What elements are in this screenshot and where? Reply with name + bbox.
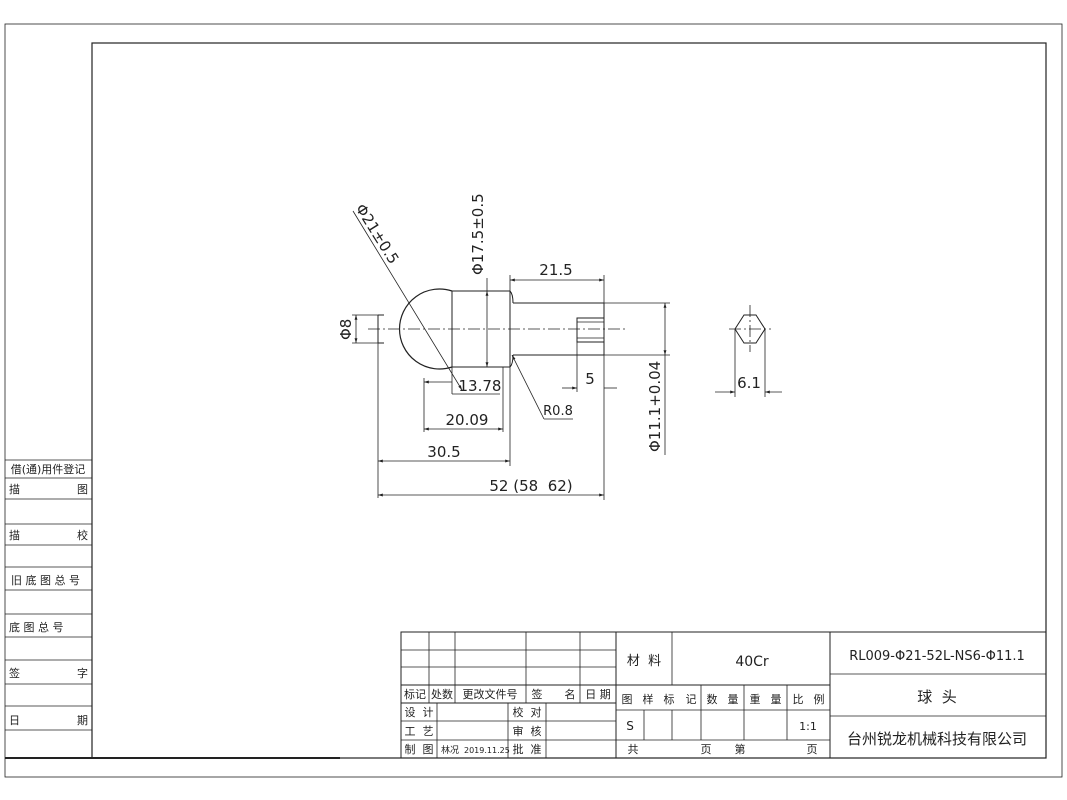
reg-row-0-b: 图 [77,483,88,496]
tb-stage-2: 标 [664,692,675,706]
reg-row-0-a: 描 [9,482,20,496]
tb-rev-name: 名 [565,687,576,701]
reg-row-5-b: 期 [77,714,88,727]
tb-drawing-code: RL009-Φ21-52L-NS6-Φ11.1 [849,649,1025,664]
tb-part-name: 球 头 [917,688,957,706]
tb-stage-7: 量 [771,693,782,706]
dim-total-length: 52 (58 62) [489,477,572,495]
registration-title: 借(通)用件登记 [11,462,86,476]
tb-process: 工 艺 [405,725,434,738]
tb-stage-1: 样 [643,692,654,706]
tb-rev-sign: 签 [532,687,543,701]
tb-total-sheets: 共 [628,743,639,756]
reg-row-1-a: 描 [9,528,20,542]
tb-material-label: 材 料 [627,654,661,669]
reg-row-2-a: 旧 底 图 总 号 [11,573,80,587]
tb-page-2: 页 [807,743,818,756]
dim-21-5: 21.5 [539,261,572,279]
dimension-lines [352,210,782,500]
tb-company: 台州锐龙机械科技有限公司 [847,730,1027,748]
tb-page-1: 页 [701,743,712,756]
reg-row-1-b: 校 [77,528,88,542]
title-block: 标记 处数 更改文件号 签 名 日 期 设 计 工 艺 制 图 林况 2019.… [400,631,1047,759]
tb-design: 设 计 [405,706,434,719]
reg-row-5-a: 日 [9,714,20,727]
dim-shaft-diameter: Φ11.1+0.04 [646,361,664,452]
reg-row-3-a: 底 图 总 号 [9,620,64,634]
tb-drafter: 林况 [441,744,459,756]
tb-stage-5: 量 [728,693,739,706]
tb-approve: 批 准 [513,742,542,756]
tb-stage-mark: S [626,719,634,733]
dim-30-5: 30.5 [427,443,460,461]
dim-13-78: 13.78 [459,377,502,395]
tb-stage-6: 重 [750,692,761,706]
tb-stage-3: 记 [686,693,697,706]
outer-border [4,23,1063,778]
tb-rev-doc: 更改文件号 [463,687,518,701]
left-registration-column: 借(通)用件登记 描 图 描 校 旧 底 图 总 号 底 图 总 号 签 字 日… [5,459,92,731]
part-geometry [368,288,771,370]
dim-5: 5 [585,370,595,388]
tb-date: 2019.11.25 [464,746,510,755]
dimension-labels: Φ21±0.5 Φ17.5±0.5 21.5 Φ8 13.78 20.09 30… [337,193,761,495]
tb-rev-date: 日 期 [585,688,611,701]
tb-sheet-no: 第 [735,742,746,756]
reg-row-4-a: 签 [9,666,20,680]
dim-pin-diameter: Φ8 [337,319,355,340]
tb-stage-8: 比 [793,693,804,706]
tb-rev-count: 处数 [431,688,453,701]
dim-hex-size: 6.1 [737,374,761,392]
tb-stage-0: 图 [622,693,633,706]
dim-20-09: 20.09 [446,411,489,429]
tb-stage-4: 数 [707,693,718,706]
tb-drafting: 制 图 [405,743,434,756]
tb-review: 审 核 [513,724,542,738]
tb-rev-mark: 标记 [404,687,426,701]
tb-material: 40Cr [735,654,769,670]
tb-scale: 1:1 [799,720,817,733]
dim-ball-diameter: Φ21±0.5 [352,201,403,268]
reg-row-4-b: 字 [77,666,88,680]
dim-radius: R0.8 [543,404,573,419]
dim-neck-diameter: Φ17.5±0.5 [469,193,487,275]
tb-check: 校 对 [513,705,542,719]
tb-stage-9: 例 [814,692,825,706]
